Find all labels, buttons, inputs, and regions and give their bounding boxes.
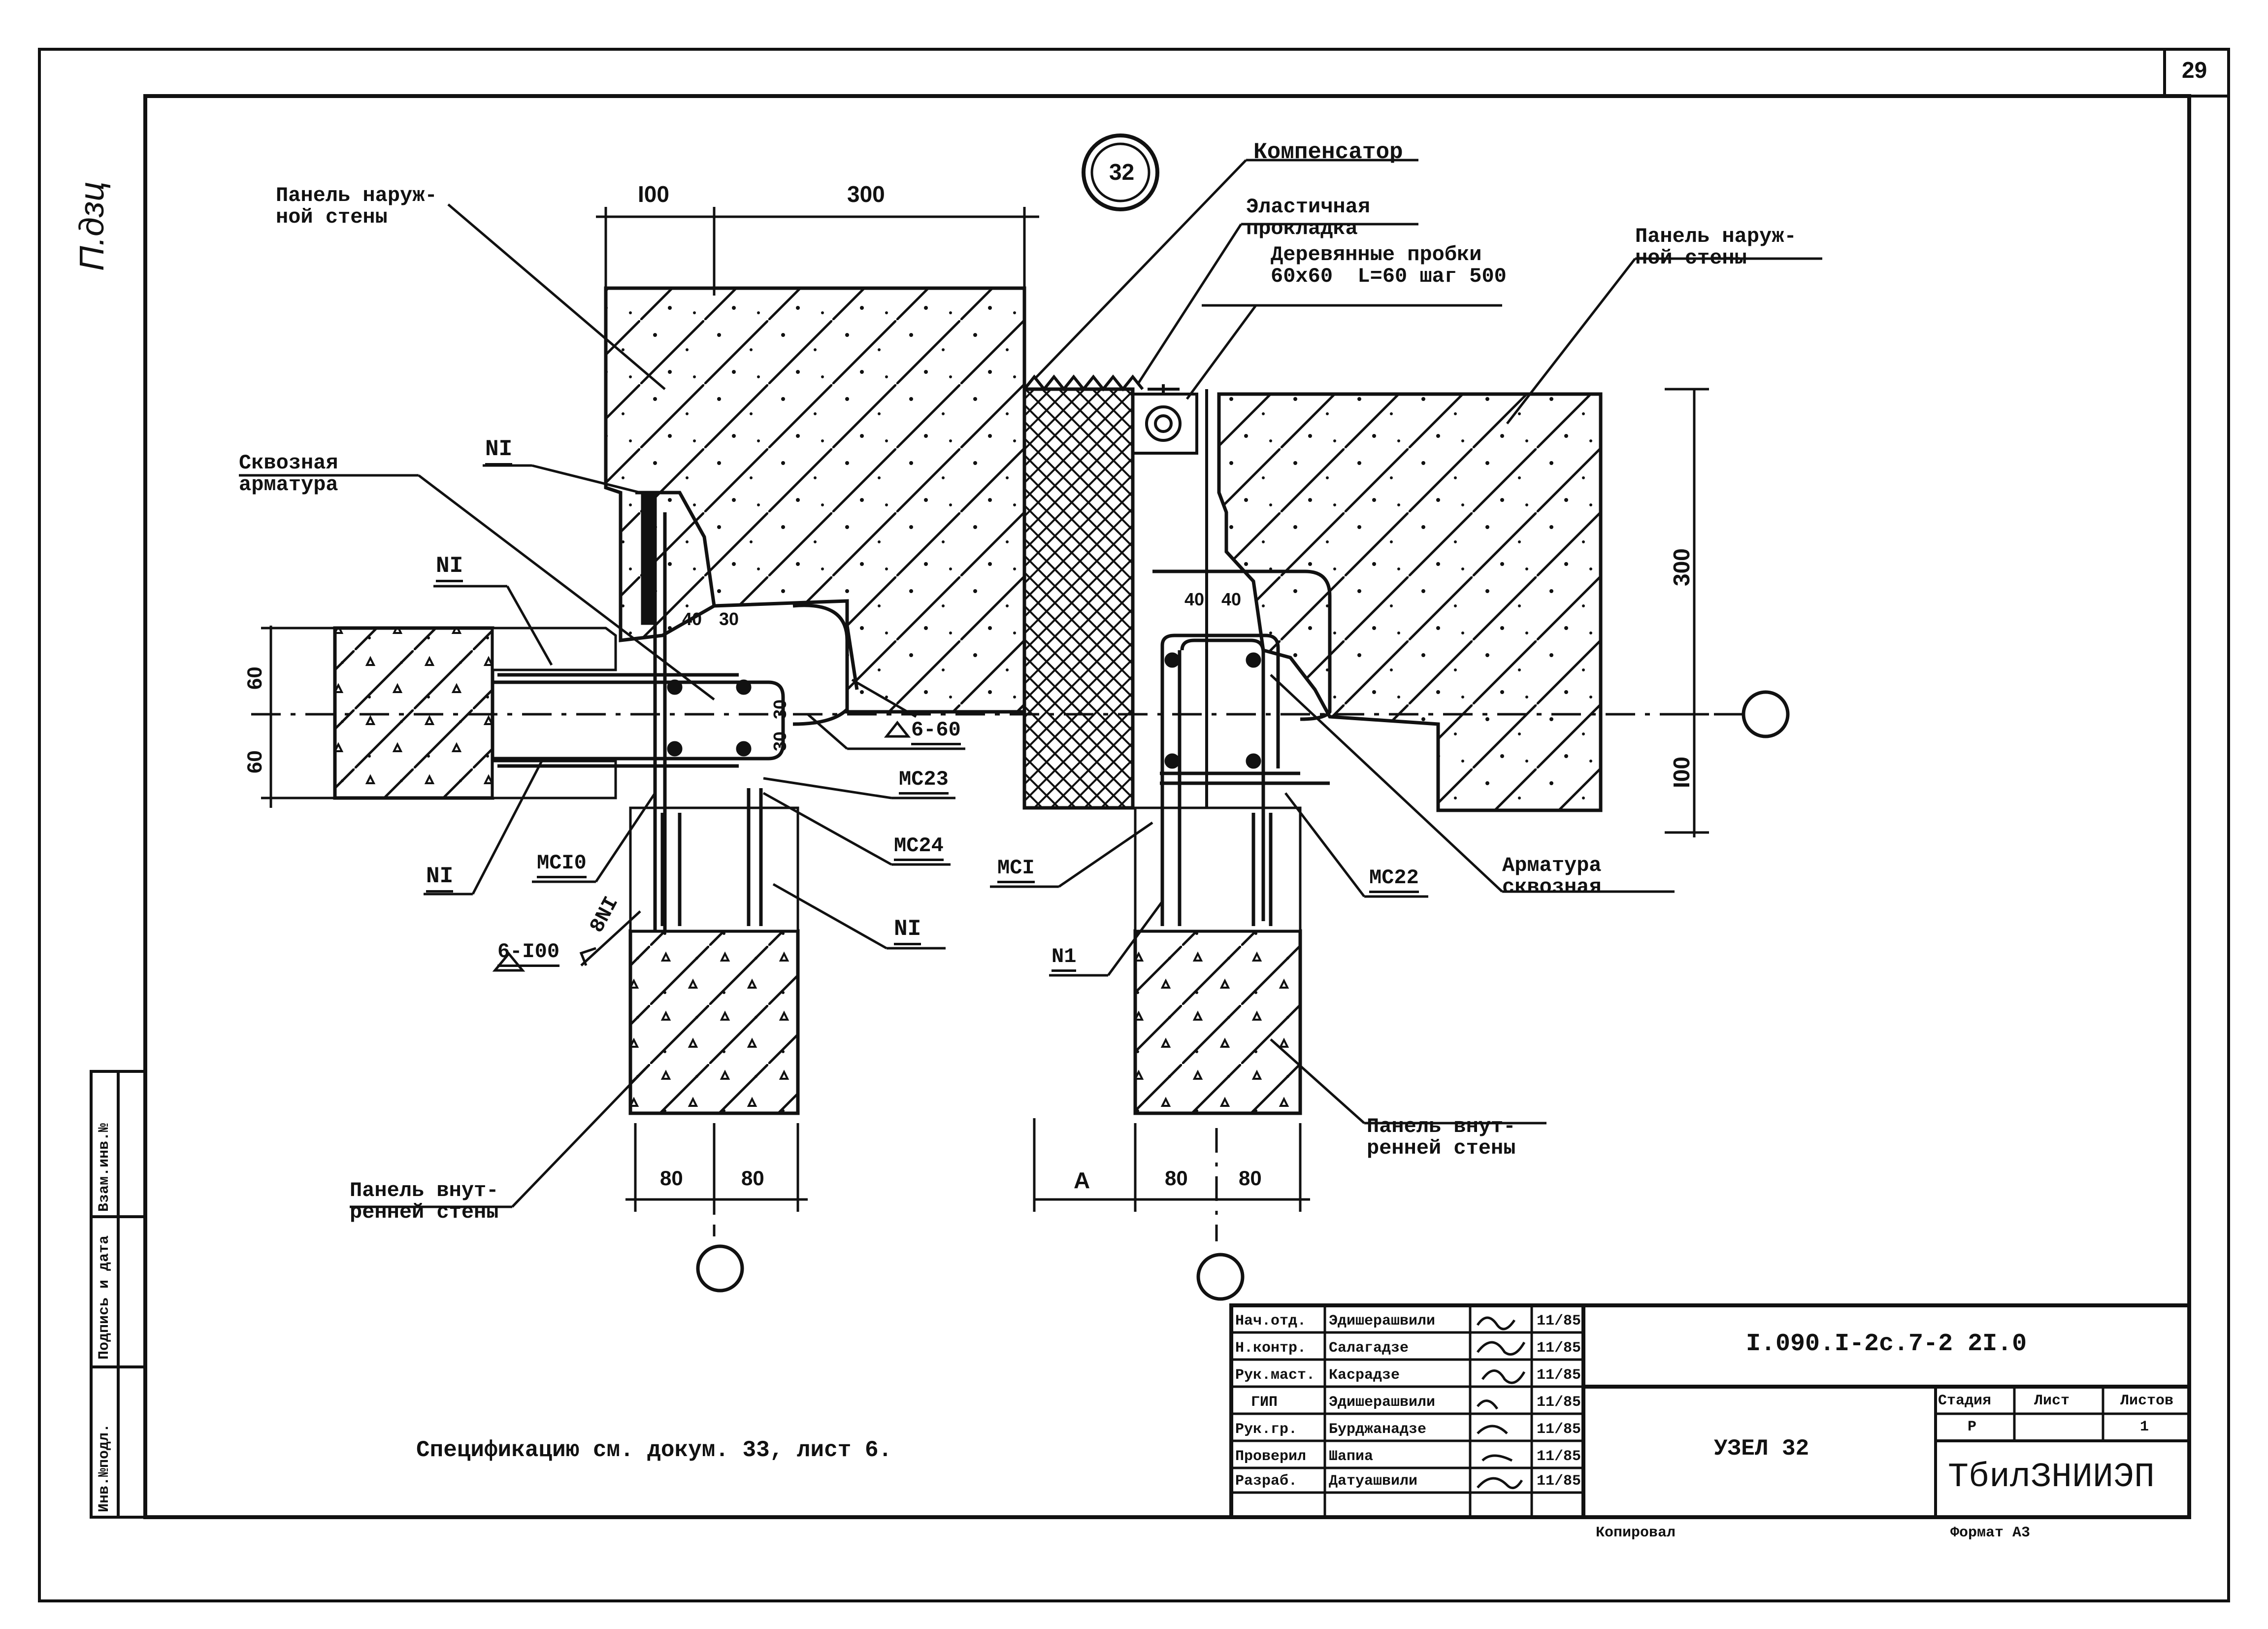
right-outer-wall-panel (1217, 392, 1603, 812)
label-outer-panel-right: Панель наруж- ной стены (1635, 225, 1797, 270)
tb-date-1: 11/85 (1537, 1340, 1581, 1357)
tb-title: УЗЕЛ 32 (1714, 1436, 1809, 1462)
dim-a: A (1074, 1167, 1090, 1193)
label-through-rebar-right: Арматура сквозная (1502, 854, 1602, 899)
tb-name-1: Салагадзе (1329, 1340, 1409, 1357)
right-inner-wall-panel (1133, 806, 1302, 1115)
side-stamp-col3: Взам.инв.№ (96, 1123, 113, 1212)
tb-date-2: 11/85 (1537, 1367, 1581, 1384)
label-elastic-gasket: Эластичная прокладка (1246, 195, 1371, 241)
tb-role-4: Рук.гр. (1235, 1421, 1298, 1438)
dim-80-right-2: 80 (1239, 1166, 1262, 1190)
dimension-lines (261, 207, 1709, 1212)
tb-role-3: ГИП (1251, 1394, 1278, 1411)
tb-name-5: Шапиа (1329, 1448, 1374, 1465)
sheet-number: 29 (2182, 57, 2207, 83)
tb-date-5: 11/85 (1537, 1448, 1581, 1465)
tb-role-0: Нач.отд. (1235, 1313, 1307, 1330)
tb-stage-header: Стадия (1938, 1393, 1992, 1409)
side-stamp-col2: Подпись и дата (96, 1235, 113, 1360)
weld-symbols (492, 720, 911, 972)
label-inner-panel-left: Панель внут- ренней стены (350, 1179, 499, 1225)
label-wooden-plugs: Деревянные пробки 60x60 L=60 шаг 500 (1271, 243, 1507, 289)
tb-name-6: Датуашвили (1329, 1473, 1418, 1490)
tb-name-3: Эдишерашвили (1329, 1394, 1436, 1411)
weld-6-100: 6-I00 (497, 941, 560, 967)
dim-40-left: 40 (682, 609, 702, 629)
label-outer-panel-left: Панель наруж- ной стены (276, 184, 437, 230)
side-stamp-col1: Инв.№подл. (96, 1423, 113, 1512)
mark-n1: N1 (1052, 946, 1077, 972)
tb-date-0: 11/85 (1537, 1313, 1581, 1330)
signature-scribbles (1476, 1316, 1526, 1490)
tb-role-1: Н.контр. (1235, 1340, 1307, 1357)
mark-mc23: МС23 (899, 768, 949, 795)
mark-mc1: МСI (997, 857, 1035, 884)
tb-name-2: Касрадзе (1329, 1367, 1400, 1384)
mark-ni-2: NI (436, 554, 463, 583)
callout-number: 32 (1109, 159, 1135, 185)
dim-80-left-1: 80 (660, 1166, 683, 1190)
label-kompensator: Компенсатор (1253, 139, 1403, 165)
left-joint-rebar (493, 491, 859, 931)
tb-name-4: Бурджанадзе (1329, 1421, 1427, 1438)
signature-corner: П.дзц (72, 181, 111, 271)
tb-name-0: Эдишерашвили (1329, 1313, 1436, 1330)
tb-copied: Копировал (1596, 1525, 1676, 1541)
dim-100-right: I00 (1669, 757, 1694, 788)
tb-date-6: 11/85 (1537, 1473, 1581, 1490)
tb-sheets-total: 1 (2140, 1419, 2149, 1435)
tb-sheets-header: Листов (2120, 1393, 2174, 1409)
tb-role-2: Рук.маст. (1235, 1367, 1315, 1384)
dim-40-right-2: 40 (1221, 589, 1242, 609)
tb-stage: Р (1968, 1419, 1977, 1435)
left-inner-wall-panel (628, 806, 800, 1115)
dim-30-v1: 30 (770, 699, 790, 719)
tb-date-4: 11/85 (1537, 1421, 1581, 1438)
tb-format: Формат А3 (1950, 1525, 2031, 1541)
compensator-insulation (1022, 374, 1144, 810)
left-outer-wall-panel (604, 286, 1026, 714)
mark-mc10: МСI0 (537, 852, 587, 879)
mark-mc22: МС22 (1369, 867, 1419, 894)
tb-sheet-header: Лист (2034, 1393, 2070, 1409)
dim-40-right-1: 40 (1184, 589, 1205, 609)
tb-organization: ТбилЗНИИЭП (1948, 1458, 2155, 1497)
dim-60-b: 60 (243, 750, 266, 773)
tb-role-6: Разраб. (1235, 1473, 1298, 1490)
dim-30-v2: 30 (770, 731, 790, 751)
label-through-rebar-left: Сквозная арматура (239, 451, 338, 497)
dim-80-left-2: 80 (741, 1166, 764, 1190)
tb-date-3: 11/85 (1537, 1394, 1581, 1411)
right-joint-rebar (1152, 569, 1332, 926)
mark-ni-4: NI (894, 917, 921, 946)
leader-lines (239, 159, 1822, 1208)
label-inner-panel-right: Панель внут- ренней стены (1367, 1115, 1516, 1161)
side-stamp-frame (90, 1070, 147, 1519)
dim-80-right-1: 80 (1165, 1166, 1188, 1190)
tb-role-5: Проверил (1235, 1448, 1307, 1465)
sheet-border (38, 48, 2230, 1602)
dim-300-top: 300 (847, 181, 885, 207)
mark-ni-1: NI (485, 437, 513, 466)
spec-note: Спецификацию см. докум. 33, лист 6. (416, 1437, 892, 1463)
callout-circle (1082, 133, 1159, 211)
dim-100-top: I00 (638, 181, 669, 207)
mark-mc24: МС24 (894, 835, 944, 862)
mark-ni-3: NI (426, 864, 454, 893)
wooden-plug (1131, 384, 1208, 808)
title-block-frame (1229, 1303, 2191, 1519)
weld-6-60: 6-60 (911, 719, 961, 746)
tb-doc-code: I.090.I-2c.7-2 2I.0 (1746, 1330, 2027, 1358)
dim-30-left: 30 (719, 609, 739, 629)
dim-60-a: 60 (243, 666, 266, 690)
dim-300-right: 300 (1669, 548, 1694, 586)
